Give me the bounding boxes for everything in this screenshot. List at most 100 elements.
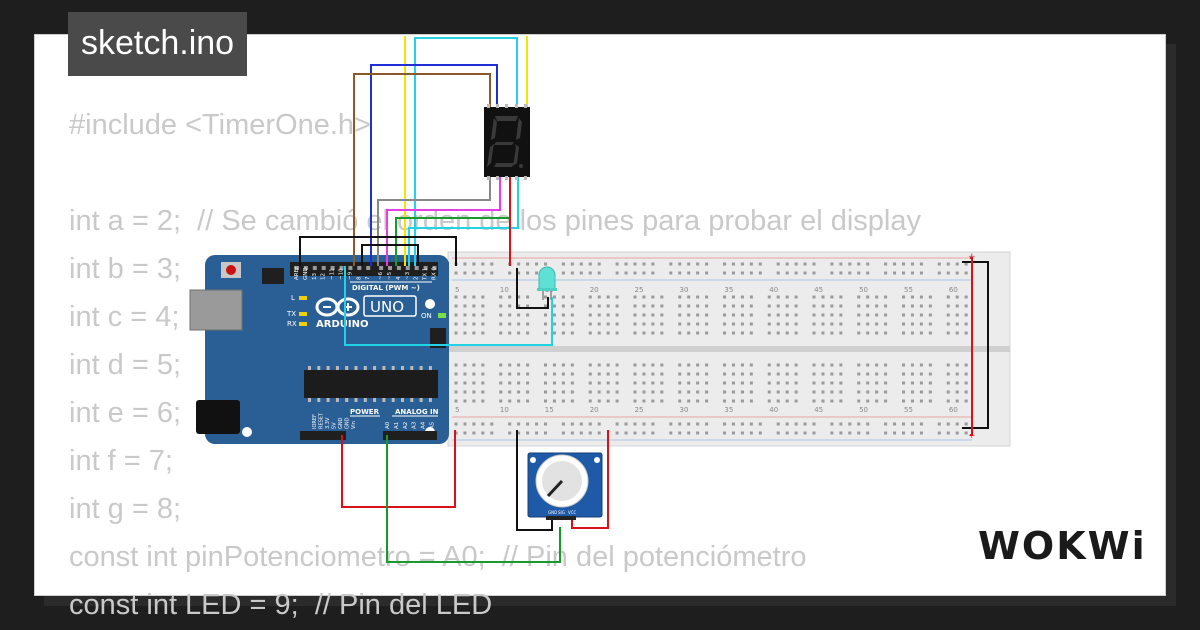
analog-pin-label: A2: [403, 422, 409, 429]
wire-black-rail: [962, 261, 989, 429]
analog-pin-label: A0: [385, 421, 391, 429]
rx-indicator: [299, 322, 307, 326]
mounting-hole: [425, 299, 435, 309]
column-number: 30: [680, 286, 689, 294]
led-bulb: [538, 266, 556, 291]
power-pin-label: IOREF: [312, 414, 318, 429]
rx-label: RX: [287, 320, 297, 328]
wire-cyan-mid: [408, 177, 519, 266]
column-number: 40: [769, 406, 778, 414]
potentiometer: GND SIG VCC: [527, 452, 603, 520]
window-shadow-right: [1166, 44, 1176, 604]
digital-header: [290, 262, 438, 276]
tx-indicator: [299, 312, 307, 316]
window-shadow-bottom: [44, 596, 1176, 606]
analog-header: [383, 431, 437, 440]
power-pin-label: GND: [345, 417, 351, 429]
power-header: [300, 431, 346, 440]
wire-blue: [370, 64, 498, 266]
digital-pin-label: 12: [321, 273, 327, 280]
column-number: 50: [859, 286, 868, 294]
wire-black-gnd-top: [299, 236, 457, 266]
digital-pin-label: 7: [365, 276, 371, 280]
tx-label: TX: [286, 310, 296, 318]
atmega-chip: [304, 370, 438, 398]
code-line-1: #include <TimerOne.h>: [69, 109, 371, 141]
column-number: 25: [635, 406, 644, 414]
analog-pin-label: A4: [421, 421, 427, 429]
potentiometer-indicator: [546, 479, 564, 498]
on-indicator: [438, 313, 446, 318]
display-segments: [487, 116, 523, 168]
pot-pin-vcc: VCC: [568, 510, 577, 515]
analog-label: ANALOG IN: [395, 408, 439, 416]
icsp-header-2: [430, 328, 446, 348]
digital-pin-label: ~9: [347, 271, 353, 280]
wires: [299, 36, 989, 563]
digital-pin-label: 8: [356, 276, 362, 280]
digital-pin-label: ~5: [387, 271, 393, 280]
column-number: 35: [724, 406, 733, 414]
wire-cyan-top: [414, 37, 518, 266]
column-number: 20: [590, 406, 599, 414]
uno-label: UNO: [370, 298, 404, 316]
digital-pin-label: ~10: [339, 268, 345, 280]
column-number: 35: [724, 286, 733, 294]
digital-pin-label: ~11: [330, 268, 336, 280]
column-number: 55: [904, 286, 913, 294]
on-label: ON: [421, 312, 432, 320]
column-number: 55: [904, 406, 913, 414]
digital-pin-label: ~3: [405, 271, 411, 280]
power-pin-label: 5V: [332, 422, 338, 429]
column-number: 40: [769, 286, 778, 294]
code-line-5: int c = 4;: [69, 301, 180, 333]
code-background: #include <TimerOne.h>int a = 2; // Se ca…: [69, 101, 921, 629]
code-line-4: int b = 3;: [69, 253, 182, 285]
analog-pin-label: A3: [412, 421, 418, 429]
power-pin-label: 3.3V: [325, 417, 331, 429]
column-number: 10: [500, 406, 509, 414]
digital-pin-label: ~6: [378, 271, 384, 280]
arduino-infinity-logo: [315, 297, 360, 317]
reset-button[interactable]: [226, 265, 236, 275]
column-number: 15: [545, 406, 554, 414]
digital-label: DIGITAL (PWM ~): [352, 284, 420, 292]
wire-red-5v: [341, 430, 456, 508]
wire-black-led: [516, 268, 549, 309]
wire-gray: [377, 177, 491, 266]
column-number: 5: [455, 406, 459, 414]
wire-brown: [353, 73, 491, 266]
code-line-11: const int LED = 9; // Pin del LED: [69, 589, 493, 621]
icsp-header: [262, 268, 284, 284]
code-line-7: int e = 6;: [69, 397, 182, 429]
code-line-8: int f = 7;: [69, 445, 173, 477]
led: [537, 266, 557, 300]
wire-red-pot: [571, 430, 609, 529]
pot-pin-sig: SIG: [558, 510, 565, 515]
led-l-label: L: [291, 294, 295, 302]
seven-segment-display: [484, 104, 530, 180]
column-number: 60: [949, 286, 958, 294]
led-l-indicator: [299, 296, 307, 300]
column-number: 10: [500, 286, 509, 294]
pot-pin-gnd: GND: [548, 510, 557, 515]
code-line-9: int g = 8;: [69, 493, 182, 525]
usb-port: [189, 289, 243, 331]
column-number: 45: [814, 286, 823, 294]
wokwi-logo: WOKWi: [978, 524, 1147, 568]
wire-black-pot: [516, 430, 553, 531]
column-number: 20: [590, 286, 599, 294]
file-name-tab[interactable]: sketch.ino: [68, 12, 248, 76]
wire-red-rail: [970, 257, 973, 436]
column-number: 30: [680, 406, 689, 414]
power-label: POWER: [350, 408, 380, 416]
power-jack: [196, 400, 240, 434]
wire-cyan-led: [344, 266, 553, 346]
arduino-brand-label: ARDUINO: [316, 319, 368, 330]
wire-black-short: [361, 244, 419, 266]
